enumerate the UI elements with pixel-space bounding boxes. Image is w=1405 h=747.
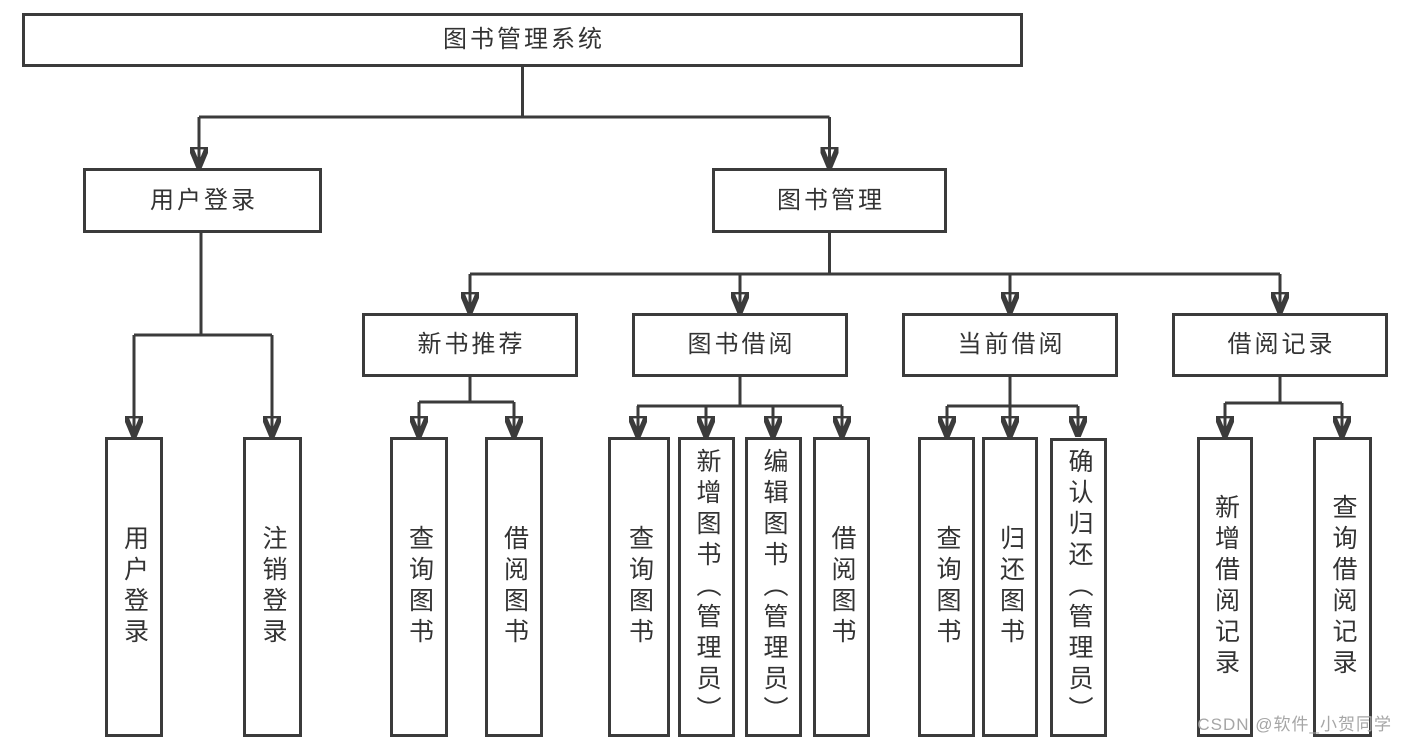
leaf-query-books-2: 查询图书	[608, 437, 670, 737]
node-label: 图书管理	[777, 186, 885, 214]
node-current-borrow: 当前借阅	[902, 313, 1118, 377]
node-label: 新增借阅记录	[1211, 494, 1240, 680]
node-new-book-recommend: 新书推荐	[362, 313, 578, 377]
connector-current-borrow-trunk	[947, 377, 1078, 408]
connector-root-trunk	[199, 67, 830, 119]
connector-book-borrow-trunk	[637, 377, 842, 408]
node-label: 图书管理系统	[443, 26, 605, 53]
node-label: 当前借阅	[957, 331, 1066, 358]
node-book-borrow: 图书借阅	[632, 313, 848, 377]
leaf-confirm-return-admin: 确认归还（管理员）	[1050, 438, 1107, 737]
connector-book-management-trunk	[470, 233, 1280, 276]
node-label: 图书借阅	[687, 331, 796, 358]
csdn-watermark: CSDN @软件_小贺同学	[1197, 715, 1392, 734]
node-label: 编辑图书（管理员）	[760, 447, 788, 727]
leaf-add-book-admin: 新增图书（管理员）	[678, 437, 735, 737]
node-book-management: 图书管理	[712, 168, 947, 233]
leaf-query-books-1: 查询图书	[390, 437, 448, 737]
connector-borrow-records-trunk	[1225, 377, 1342, 405]
node-label: 查询图书	[405, 525, 434, 649]
leaf-user-login: 用户登录	[105, 437, 163, 737]
node-label: 借阅图书	[828, 525, 856, 649]
node-label: 新增图书（管理员）	[693, 447, 721, 727]
leaf-edit-book-admin: 编辑图书（管理员）	[745, 437, 802, 737]
leaf-query-books-3: 查询图书	[918, 437, 975, 737]
node-label: 查询图书	[625, 525, 654, 649]
node-borrow-records: 借阅记录	[1172, 313, 1388, 377]
node-label: 归还图书	[996, 525, 1025, 649]
node-label: 新书推荐	[417, 331, 526, 358]
leaf-query-borrow-record: 查询借阅记录	[1313, 437, 1372, 737]
leaf-return-book: 归还图书	[982, 437, 1038, 737]
leaf-add-borrow-record: 新增借阅记录	[1197, 437, 1253, 737]
leaf-logout: 注销登录	[243, 437, 302, 737]
node-label: 借阅记录	[1227, 331, 1336, 358]
leaf-borrow-books-2: 借阅图书	[813, 437, 870, 737]
node-label: 查询借阅记录	[1329, 494, 1357, 680]
node-label: 确认归还（管理员）	[1065, 448, 1093, 727]
connector-new-book-trunk	[419, 377, 514, 404]
leaf-borrow-books-1: 借阅图书	[485, 437, 543, 737]
node-library-system: 图书管理系统	[22, 13, 1023, 67]
node-label: 用户登录	[150, 186, 258, 214]
connector-user-login-trunk	[134, 233, 272, 337]
node-user-login: 用户登录	[83, 168, 322, 233]
node-label: 查询图书	[933, 525, 961, 649]
node-label: 用户登录	[120, 525, 149, 649]
node-label: 注销登录	[259, 525, 287, 649]
node-label: 借阅图书	[500, 525, 529, 649]
